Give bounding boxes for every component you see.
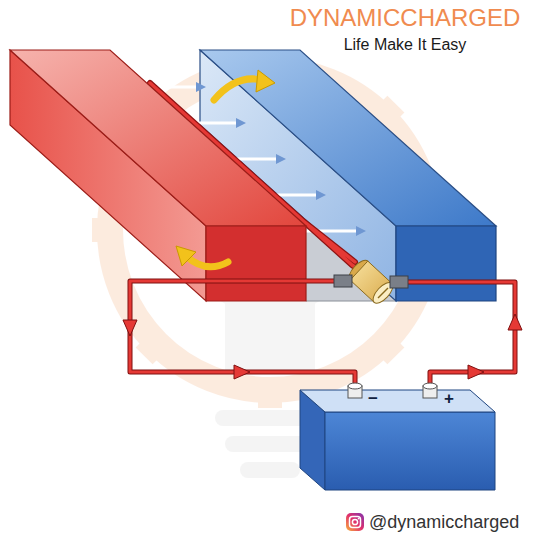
- field-arrowhead: [276, 154, 286, 164]
- brand-slogan: Life Make It Easy: [344, 37, 467, 53]
- current-arrow: [123, 320, 137, 336]
- gear-tooth: [366, 326, 404, 364]
- south-pole-front: [396, 226, 496, 301]
- battery-front: [325, 412, 495, 490]
- current-arrow: [508, 314, 522, 330]
- negative-wire: [130, 281, 355, 386]
- instagram-icon-dot: [358, 518, 360, 520]
- terminal-sign: −: [368, 390, 378, 407]
- rotation-arrow: [214, 79, 262, 100]
- terminal-sign: +: [444, 390, 454, 407]
- rotation-arrow: [186, 256, 228, 267]
- field-arrowhead: [236, 118, 246, 128]
- bulb-neck: [225, 300, 315, 370]
- rotation-arrowhead: [176, 246, 196, 266]
- positive-wire: [405, 282, 515, 386]
- carbon-brush: [334, 275, 352, 287]
- social-handle: @dynamiccharged: [369, 513, 519, 531]
- field-arrowhead: [316, 190, 326, 200]
- instagram-icon: [346, 513, 364, 531]
- wire-outline: [405, 282, 515, 386]
- current-arrow: [468, 365, 484, 379]
- field-arrowhead: [196, 82, 206, 92]
- bulb-base: [240, 462, 300, 478]
- north-pole-top: [10, 50, 306, 226]
- field-arrowhead: [356, 226, 366, 236]
- battery-top: [300, 390, 495, 412]
- terminal-cap: [423, 383, 437, 389]
- current-arrow: [234, 365, 250, 379]
- gear-tooth: [258, 378, 282, 408]
- terminal-cap: [348, 383, 362, 389]
- wire-outline: [130, 281, 355, 386]
- instagram-icon-lens: [352, 519, 357, 524]
- brand-title: DYNAMICCHARGED: [290, 6, 521, 30]
- carbon-brush: [390, 276, 408, 288]
- gear-tooth: [136, 326, 174, 364]
- rotation-arrowhead: [256, 70, 275, 92]
- instagram-icon-frame: [350, 517, 361, 528]
- commutator-split: [378, 288, 388, 298]
